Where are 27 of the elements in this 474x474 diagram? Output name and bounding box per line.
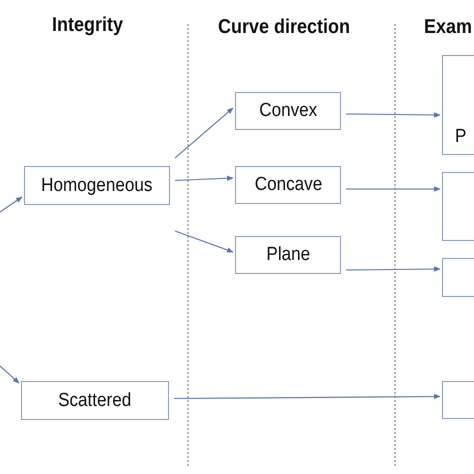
arrow [0,366,20,384]
arrow [346,186,441,192]
node-label: Scattered [58,390,132,412]
arrow [174,230,234,253]
box [442,258,474,297]
arrow [174,176,234,182]
box [442,55,474,155]
box [235,92,341,130]
box [24,166,170,205]
arrow [174,394,441,400]
node-label: Convex [259,100,317,122]
box [442,381,474,419]
arrow [0,196,23,212]
column-heading: Exam [424,16,472,39]
node-label: Plane [266,244,310,266]
column-heading: Curve direction [218,16,350,39]
box [442,172,474,241]
arrow [174,108,234,158]
arrow [346,112,441,118]
node-label: P [455,126,466,148]
box [235,166,341,204]
node-label: Homogeneous [41,174,153,196]
node-label: Concave [254,174,322,196]
arrow [346,266,441,272]
box [235,236,341,274]
column-heading: Integrity [52,14,124,37]
box [21,381,169,420]
